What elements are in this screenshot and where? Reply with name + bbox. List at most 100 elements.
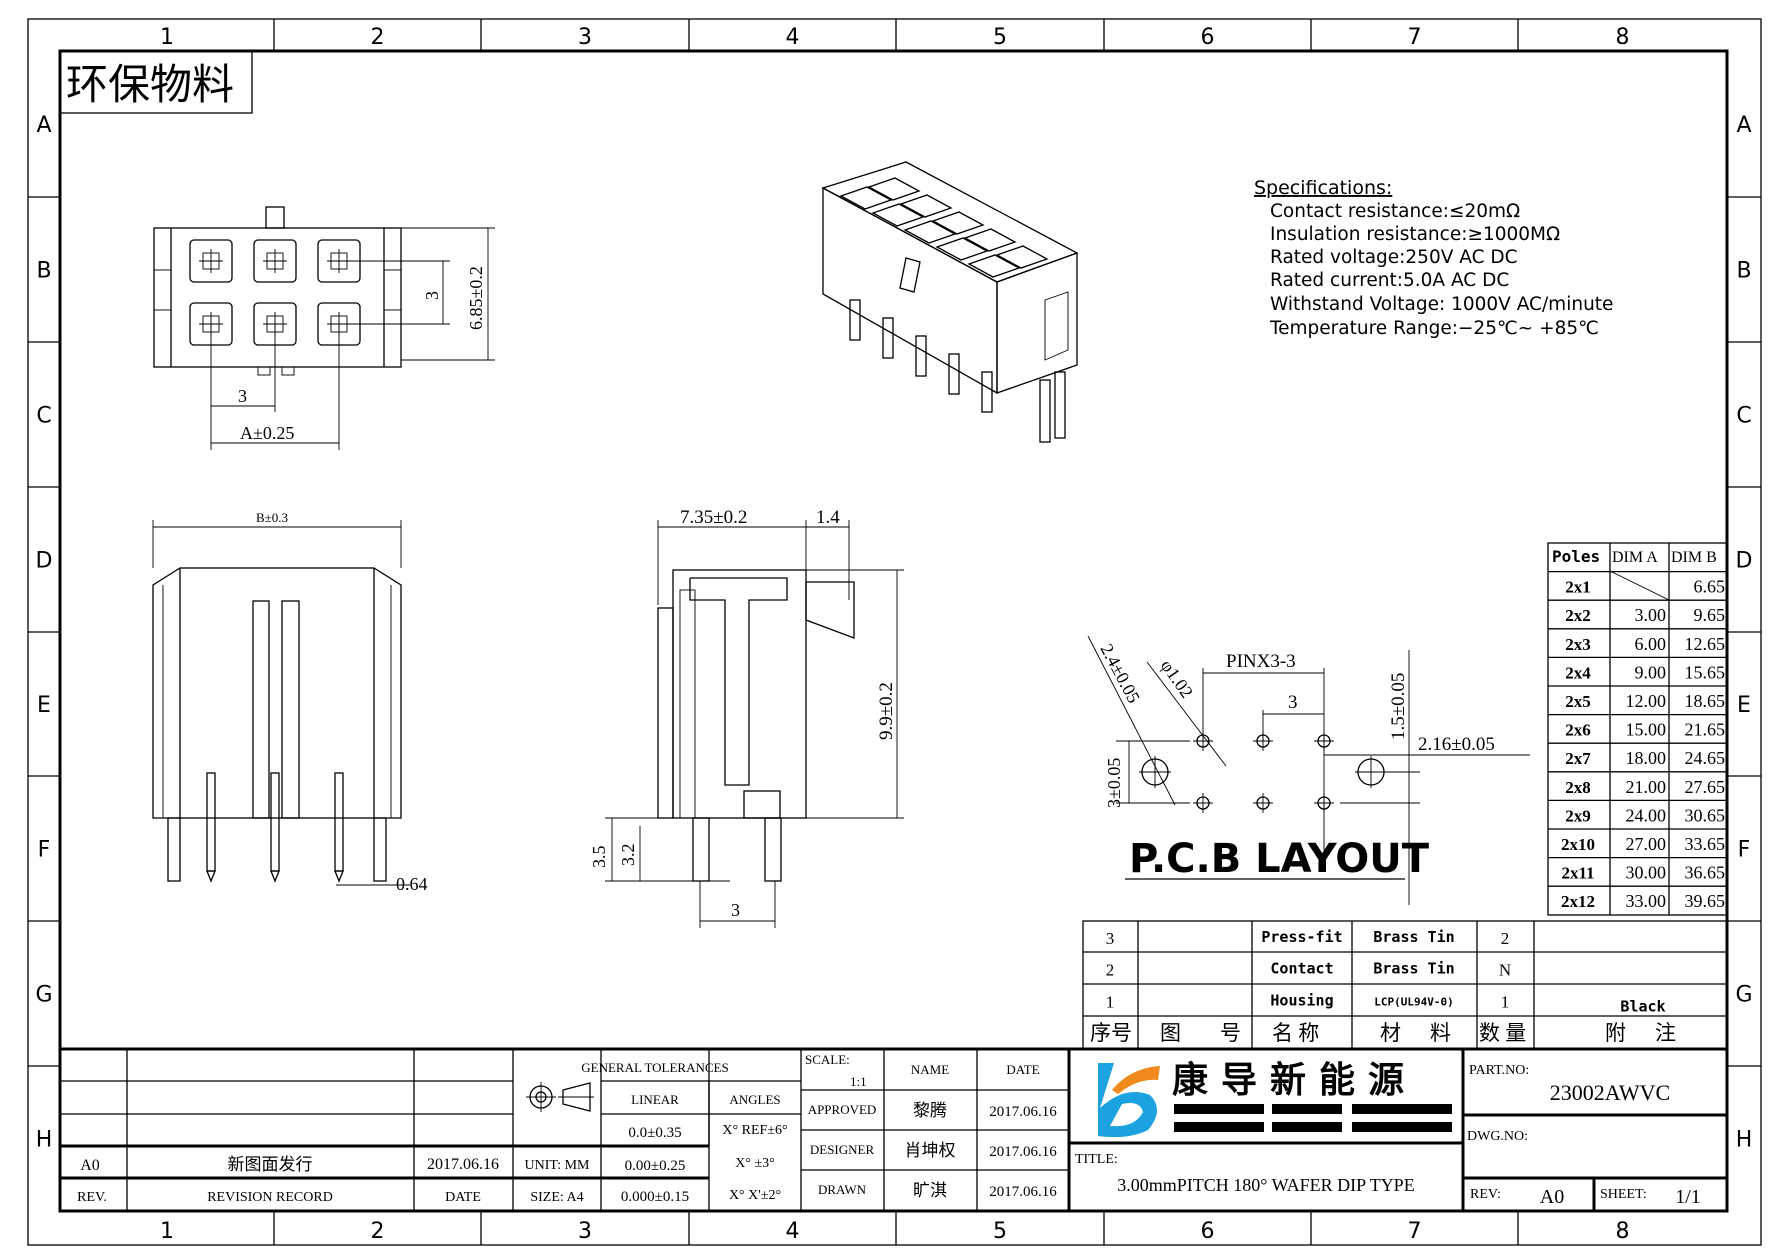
cavity	[871, 203, 925, 227]
linear-label: LINEAR	[631, 1092, 679, 1107]
poles-cell: 2x11	[1561, 864, 1594, 883]
dim-hole: φ1.02	[1157, 656, 1197, 702]
row-label: G	[1735, 983, 1752, 1008]
pin-tip	[334, 870, 344, 883]
angle-tolerance: X° X'±2°	[729, 1188, 781, 1203]
dim-latch: 1.4	[816, 507, 840, 528]
dim-b-cell: 6.65	[1694, 577, 1726, 597]
isometric-view	[821, 161, 1079, 443]
column-label: 7	[1408, 1219, 1422, 1244]
cavity	[963, 228, 1017, 252]
specifications: Specifications: Contact resistance:≤20mΩ…	[1254, 177, 1613, 339]
pin	[948, 353, 960, 395]
pin	[270, 772, 280, 872]
row-label: A	[36, 113, 51, 138]
row-label: D	[36, 549, 53, 574]
poles-cell: 2x8	[1565, 778, 1591, 797]
poles-cell: 2x5	[1565, 692, 1591, 711]
scale-label: SCALE:	[805, 1052, 850, 1067]
eco-label-box: 环保物料	[59, 50, 253, 114]
approval-name: 黎腾	[913, 1101, 947, 1120]
cavity	[967, 254, 1021, 278]
bom-material: LCP(UL94V-0)	[1374, 995, 1453, 1008]
column-label: 1	[160, 1219, 174, 1244]
dim-depth: 7.35±0.2	[680, 507, 747, 528]
title-label: TITLE:	[1075, 1152, 1118, 1167]
dim-b-cell: 15.65	[1685, 662, 1726, 682]
bom-header-no: 序号	[1090, 1021, 1132, 1045]
column-label: 5	[993, 1219, 1007, 1244]
dim-a-cell: 27.00	[1626, 834, 1667, 854]
dwg-no-label: DWG.NO:	[1467, 1129, 1528, 1144]
sheet-size: SIZE: A4	[530, 1190, 583, 1205]
dim-b-cell: 12.65	[1685, 634, 1726, 654]
pin	[849, 299, 861, 341]
dim-offset-v: 1.5±0.05	[1388, 673, 1409, 740]
pin	[882, 317, 894, 359]
bom-header-drawing: 号	[1220, 1021, 1241, 1045]
approval-name: 旷淇	[913, 1181, 947, 1200]
column-label: 3	[578, 1219, 592, 1244]
pcb-layout-title: P.C.B LAYOUT	[1129, 836, 1430, 882]
poles-cell: 2x4	[1565, 663, 1591, 682]
bom-note: Black	[1620, 997, 1665, 1015]
bom-material: Brass Tin	[1373, 928, 1454, 946]
dim-a-cell: 33.00	[1626, 891, 1667, 911]
date-label: DATE	[1006, 1062, 1039, 1077]
approval-date: 2017.06.16	[989, 1104, 1057, 1120]
row-label: E	[37, 693, 51, 718]
pin	[1039, 379, 1051, 443]
side-view: 7.35±0.2 1.4 9.9±0.2 3.5 3.2 3	[589, 507, 904, 928]
dim-b-cell: 9.65	[1694, 605, 1726, 625]
cavity	[867, 177, 921, 201]
row-label: G	[35, 983, 52, 1008]
bom-header-name: 名 称	[1272, 1021, 1319, 1045]
header-dim-a: DIM A	[1612, 549, 1658, 566]
dim-b-cell: 30.65	[1685, 805, 1726, 825]
specifications-heading: Specifications:	[1254, 177, 1392, 199]
projection-symbol-icon	[526, 1082, 594, 1112]
dim-pitch: 3	[731, 900, 740, 920]
dim-a-cell: 30.00	[1626, 863, 1667, 883]
row-label: F	[1738, 838, 1751, 863]
rev-label: REV.	[77, 1190, 107, 1205]
top-view: 6.85±0.2 3 3 A±0.25	[153, 206, 495, 450]
part-no: 23002AWVC	[1550, 1080, 1670, 1105]
dim-height: 9.9±0.2	[876, 682, 897, 740]
cavity	[903, 220, 957, 244]
poles-cell: 2x6	[1565, 721, 1591, 740]
linear-tolerance: 0.00±0.25	[625, 1158, 686, 1174]
cavity	[899, 194, 953, 218]
dim-b-cell: 39.65	[1685, 891, 1726, 911]
drawing-title: 3.00mmPITCH 180° WAFER DIP TYPE	[1117, 1175, 1414, 1195]
bom-name: Press-fit	[1261, 928, 1342, 946]
scale-value: 1:1	[850, 1074, 867, 1089]
poles-cell: 2x9	[1565, 806, 1591, 825]
dim-b-cell: 33.65	[1685, 834, 1726, 854]
row-label: B	[1736, 259, 1751, 284]
unit: UNIT: MM	[524, 1158, 590, 1173]
column-label: 6	[1201, 25, 1215, 50]
eco-label: 环保物料	[66, 63, 234, 109]
angles-label: ANGLES	[729, 1092, 780, 1107]
dim-a-cell: 3.00	[1635, 605, 1667, 625]
cavity	[995, 245, 1049, 269]
date-label: DATE	[445, 1190, 481, 1205]
company-contact-lines	[1174, 1104, 1452, 1132]
header-poles: Poles	[1552, 547, 1600, 566]
dim-row: 3±0.05	[1104, 758, 1124, 808]
front-view: B±0.3 0.64	[152, 510, 428, 894]
bom-header-note: 附	[1605, 1021, 1626, 1045]
rev-value: A0	[1540, 1186, 1564, 1208]
column-label: 6	[1201, 1219, 1215, 1244]
dim-b: B±0.3	[256, 510, 288, 525]
dim-b-cell: 21.65	[1685, 720, 1726, 740]
rev-label: REV:	[1470, 1187, 1501, 1202]
pin-tip	[270, 870, 280, 883]
row-label: E	[1737, 693, 1751, 718]
spec-line: Temperature Range:−25℃~ +85℃	[1269, 318, 1599, 339]
dim-col-pitch: 3	[238, 386, 247, 406]
row-label: H	[36, 1128, 53, 1153]
